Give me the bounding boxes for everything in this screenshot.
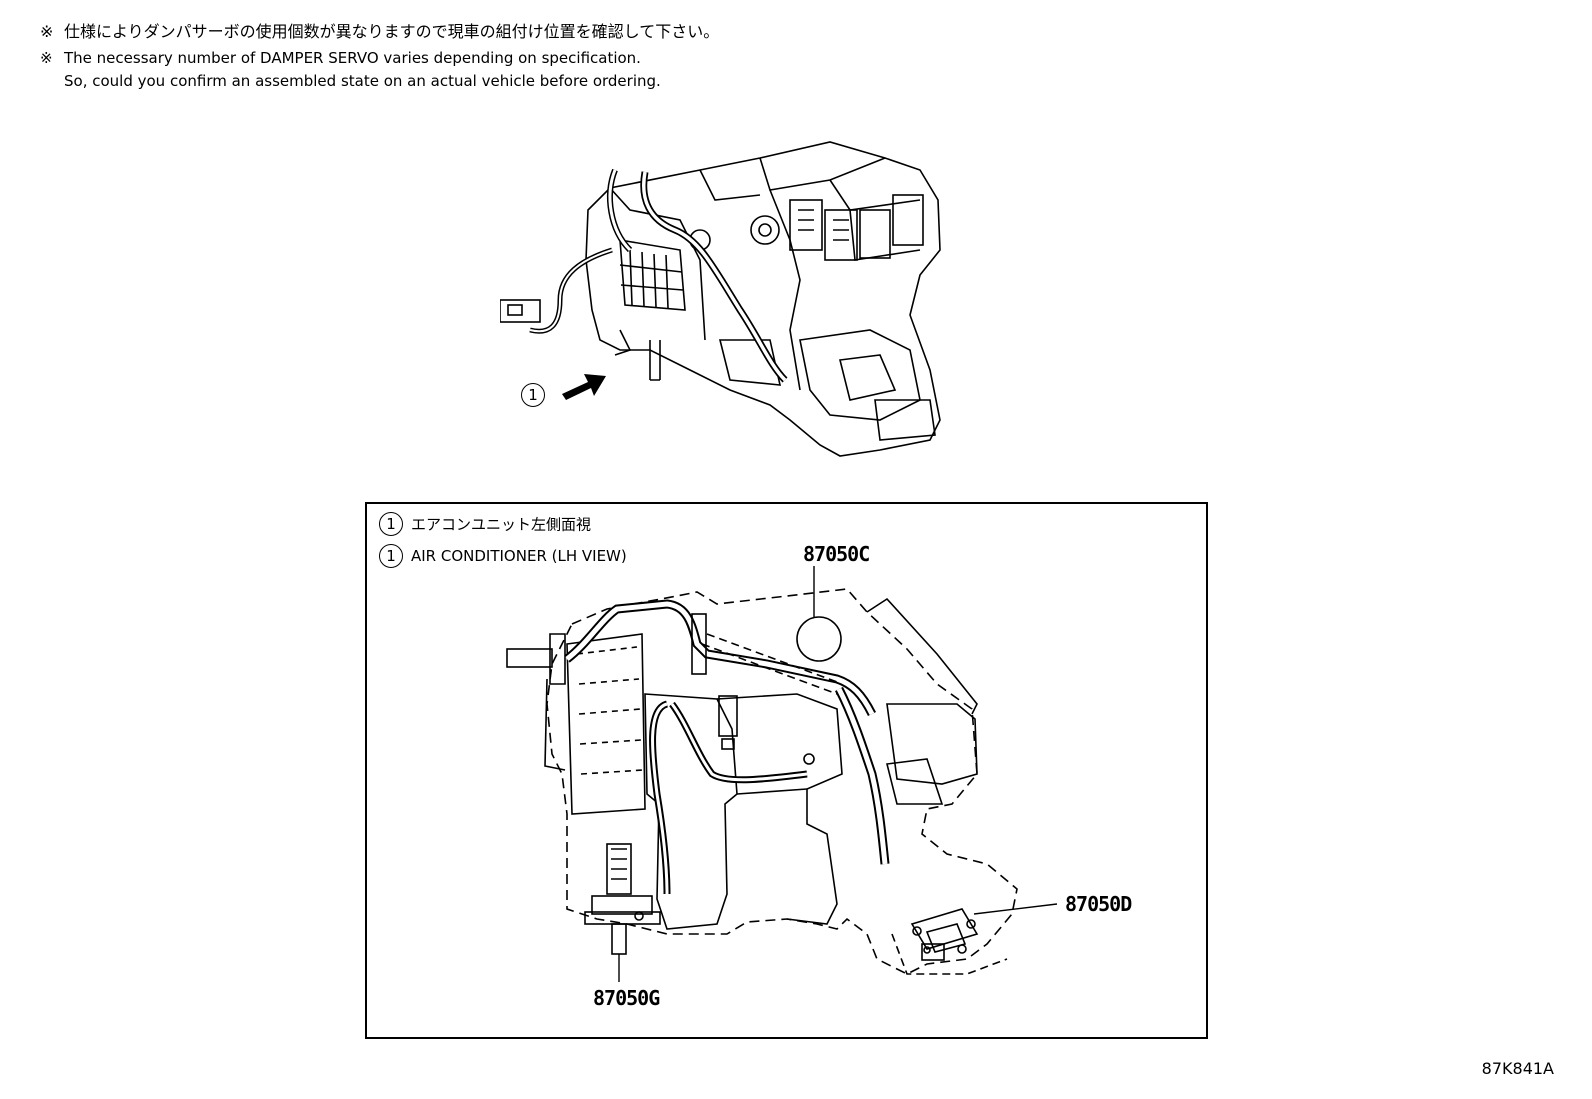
diagram-reference-code: 87K841A	[1481, 1059, 1554, 1078]
legend-number: 1	[379, 512, 403, 536]
note-english-text1: The necessary number of DAMPER SERVO var…	[64, 49, 641, 67]
view-callout: 1	[521, 383, 545, 407]
note-mark: ※	[40, 22, 54, 41]
part-label-87050g[interactable]: 87050G	[593, 986, 660, 1010]
legend-number: 1	[379, 544, 403, 568]
ac-unit-lh-view-drawing	[506, 566, 1058, 982]
legend-japanese: 1 エアコンユニット左側面視	[379, 512, 591, 536]
note-english-line1: ※ The necessary number of DAMPER SERVO va…	[40, 48, 641, 68]
note-english-line2: So, could you confirm an assembled state…	[64, 72, 661, 90]
note-japanese: ※ 仕様によりダンパサーボの使用個数が異なりますので現車の組付け位置を確認して下さ…	[40, 22, 719, 42]
note-mark: ※	[40, 49, 53, 67]
part-label-87050d[interactable]: 87050D	[1065, 892, 1132, 916]
legend-japanese-text: エアコンユニット左側面視	[411, 515, 592, 534]
legend-english-text: AIR CONDITIONER (LH VIEW)	[411, 547, 627, 565]
legend-english: 1 AIR CONDITIONER (LH VIEW)	[379, 544, 627, 568]
ac-unit-overview-drawing	[500, 141, 941, 457]
part-label-87050c[interactable]: 87050C	[803, 542, 870, 566]
view-direction-arrow-icon	[562, 374, 606, 400]
callout-number: 1	[521, 383, 545, 407]
note-japanese-text: 仕様によりダンパサーボの使用個数が異なりますので現車の組付け位置を確認して下さい…	[64, 22, 720, 41]
